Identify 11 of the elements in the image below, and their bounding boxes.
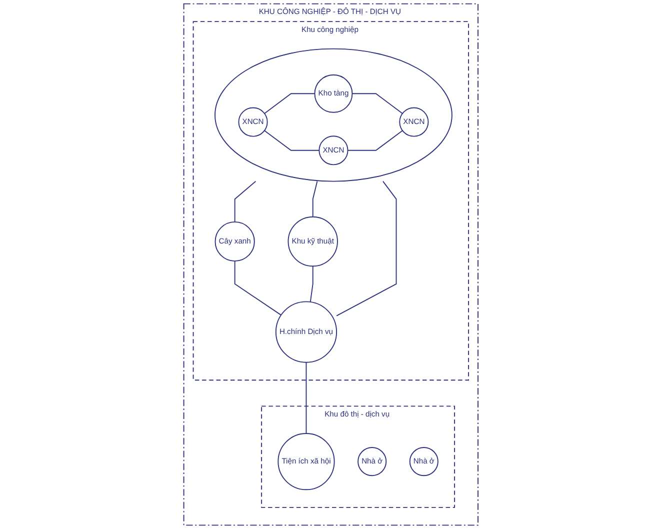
connector xyxy=(234,180,256,222)
connector xyxy=(336,180,397,316)
connector xyxy=(306,362,307,434)
connector xyxy=(312,180,318,218)
cluster xyxy=(214,48,453,182)
connector xyxy=(310,266,314,302)
connector xyxy=(264,130,320,151)
connector xyxy=(234,260,282,316)
connector xyxy=(264,93,316,114)
connector xyxy=(347,130,404,151)
connector xyxy=(352,93,404,114)
